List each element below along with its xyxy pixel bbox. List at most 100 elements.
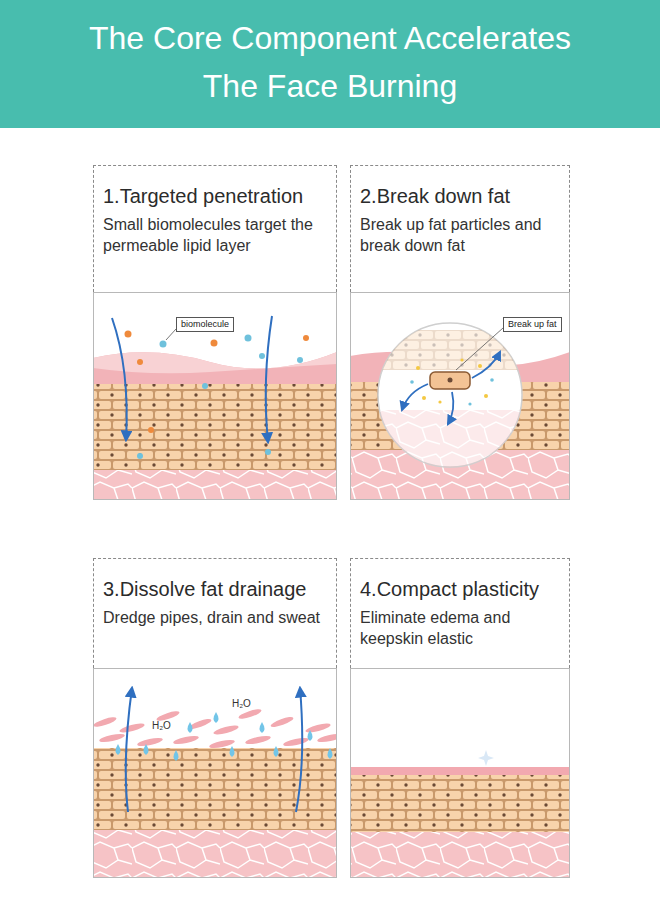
elastic-skin-figure <box>350 668 570 878</box>
illustration-part <box>125 331 132 338</box>
figure-frame <box>351 669 570 878</box>
step-panel: 1.Targeted penetrationSmall biomolecules… <box>93 165 337 292</box>
illustration-part <box>245 734 272 745</box>
callout-text: biomolecule <box>181 319 229 330</box>
callout-box: Break up fat <box>503 317 562 332</box>
figure-frame <box>94 293 337 500</box>
illustration-part <box>112 318 127 440</box>
illustration-part <box>350 767 570 775</box>
illustration-part <box>422 396 426 400</box>
illustration-part <box>214 712 219 723</box>
step-heading: 1.Targeted penetration <box>103 184 328 208</box>
header-band <box>0 0 660 128</box>
illustration-part <box>378 330 528 370</box>
step-panel: 4.Compact plasticityEliminate edema and … <box>350 558 570 668</box>
illustration-part <box>213 724 240 737</box>
illustration-part <box>260 722 265 733</box>
figure-frame <box>94 669 337 878</box>
illustration-part <box>173 734 200 745</box>
illustration-part <box>93 470 337 500</box>
illustration-part <box>99 732 126 743</box>
illustration-part <box>468 402 471 405</box>
illustration-part <box>266 316 272 442</box>
illustration-part <box>270 715 295 729</box>
illustration-part <box>490 378 494 382</box>
step-description: Eliminate edema and keepskin elastic <box>360 607 561 649</box>
illustration-part <box>202 383 208 389</box>
illustration-part <box>456 328 503 370</box>
illustration-part <box>93 378 337 473</box>
step-heading: 4.Compact plasticity <box>360 577 561 601</box>
illustration-part <box>350 832 570 878</box>
illustration-part <box>259 353 265 359</box>
illustration-part <box>144 744 149 755</box>
illustration-part <box>317 732 337 743</box>
illustration-part <box>93 830 337 878</box>
illustration-part <box>296 688 302 812</box>
illustration-part <box>448 378 453 383</box>
illustration-part <box>174 750 179 761</box>
step-heading: 3.Dissolve fat drainage <box>103 577 328 601</box>
step-panel: 2.Break down fatBreak up fat particles a… <box>350 165 570 292</box>
illustration-part <box>328 748 333 759</box>
illustration-part <box>438 400 441 403</box>
formula-label: H₂O <box>232 698 251 710</box>
illustration-part <box>378 330 528 470</box>
formula-label: H₂O <box>152 720 171 732</box>
illustration-part <box>137 359 143 365</box>
biomolecule-dots <box>125 331 310 460</box>
illustration-part <box>93 668 337 878</box>
fat-breakdown-figure <box>350 292 570 500</box>
illustration-part <box>416 366 420 370</box>
step-description: Dredge pipes, drain and sweat <box>103 607 328 628</box>
illustration-part <box>274 746 279 757</box>
illustration-part <box>238 707 263 720</box>
illustration-part <box>478 364 482 368</box>
illustration-part <box>126 688 132 812</box>
illustration-part <box>93 352 337 384</box>
illustration-part <box>410 378 494 405</box>
illustration-part <box>378 410 528 470</box>
illustration-part <box>460 358 463 361</box>
illustration-part <box>211 340 218 347</box>
illustration-part <box>119 722 146 735</box>
illustration-part <box>93 352 337 373</box>
callout-text: Break up fat <box>508 319 557 330</box>
illustration-part <box>160 341 167 348</box>
illustration-part <box>303 335 309 341</box>
illustration-part <box>410 380 414 384</box>
illustration-part <box>230 746 235 757</box>
water-drops <box>116 712 333 761</box>
illustration-part <box>472 352 500 378</box>
illustration-part <box>448 392 453 424</box>
illustration-part <box>350 668 570 878</box>
step-description: Break up fat particles and break down fa… <box>360 214 561 256</box>
illustration-part <box>283 736 310 747</box>
illustration-part <box>265 449 271 455</box>
illustration-part <box>308 730 313 741</box>
illustration-part <box>305 722 332 735</box>
illustration-part <box>245 335 252 342</box>
illustration-part <box>137 736 164 747</box>
illustration-part <box>137 453 143 459</box>
illustration-part <box>484 394 488 398</box>
illustration-part <box>402 384 428 410</box>
figure-frame <box>351 293 570 500</box>
page-title: The Core Component Accelerates The Face … <box>60 14 600 110</box>
illustration-part <box>350 292 570 500</box>
illustration-part <box>350 775 570 833</box>
illustration-part <box>148 427 154 433</box>
illustration-part <box>93 715 117 728</box>
drainage-figure <box>93 668 337 878</box>
step-heading: 2.Break down fat <box>360 184 561 208</box>
illustration-part <box>297 357 303 363</box>
step-panel: 3.Dissolve fat drainageDredge pipes, dra… <box>93 558 337 668</box>
illustration-part <box>166 329 176 340</box>
illustration-part <box>430 372 470 389</box>
illustration-part <box>188 722 193 733</box>
penetration-figure <box>93 292 337 500</box>
callout-box: biomolecule <box>176 317 234 332</box>
illustration-part <box>116 744 121 755</box>
step-description: Small biomolecules target the permeable … <box>103 214 328 256</box>
